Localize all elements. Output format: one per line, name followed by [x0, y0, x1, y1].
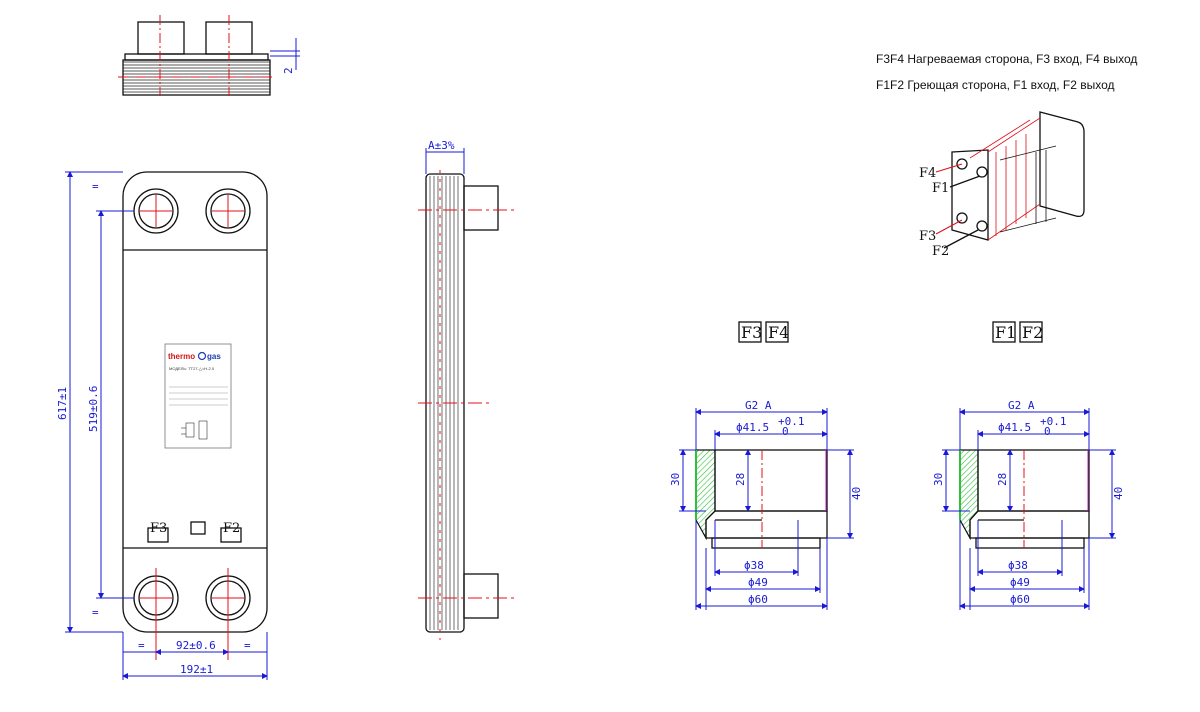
- conn-left-bore: ϕ41.5: [736, 421, 769, 434]
- nameplate-brand-gas: gas: [207, 352, 221, 361]
- conn-right-d60: ϕ60: [1010, 593, 1030, 606]
- nameplate-model: МОДЕЛЬ: TT27-△=H-2.0: [169, 366, 215, 371]
- eq-mark-top: =: [92, 180, 99, 193]
- flow-schematic: F4 F1 F3 F2: [919, 111, 1085, 259]
- connection-detail-f1f2: F1 F2 G2 A ϕ41.5 +0.1 0 30 28 40 ϕ38: [932, 321, 1125, 610]
- nameplate: thermo gas МОДЕЛЬ: TT27-△=H-2.0: [164, 343, 232, 449]
- conn-left-d49: ϕ49: [748, 576, 768, 589]
- conn-right-d49: ϕ49: [1010, 576, 1030, 589]
- conn-left-tol-low: 0: [782, 425, 789, 438]
- conn-left-h40: 40: [850, 487, 863, 500]
- note-heated-side: F3F4 Нагреваемая сторона, F3 вход, F4 вы…: [876, 52, 1138, 66]
- eq-mark-bottom: =: [92, 606, 99, 619]
- eq-mark-left: =: [138, 639, 145, 652]
- dim-width-overall: 192±1: [180, 663, 213, 676]
- conn-right-h28: 28: [996, 473, 1009, 486]
- conn-right-h30: 30: [932, 473, 945, 486]
- top-view-dim: 2: [282, 67, 295, 74]
- conn-right-bore: ϕ41.5: [998, 421, 1031, 434]
- conn-left-d38: ϕ38: [744, 559, 764, 572]
- conn-right-d38: ϕ38: [1008, 559, 1028, 572]
- top-view: 2: [118, 15, 300, 96]
- dim-side-a: A±3%: [428, 139, 455, 152]
- conn-right-title-f1: F1: [995, 323, 1016, 342]
- conn-left-thread: G2 A: [745, 399, 772, 412]
- dim-height-overall: 617±1: [56, 387, 69, 420]
- nameplate-brand-thermo: thermo: [168, 352, 195, 361]
- conn-left-title-f4: F4: [768, 323, 789, 342]
- conn-right-title-f2: F2: [1022, 323, 1043, 342]
- connection-detail-f3f4: F3 F4 G2 A ϕ41.5 +0.1 0 30 28 40 ϕ38: [669, 321, 863, 610]
- conn-right-h40: 40: [1112, 487, 1125, 500]
- conn-right-thread: G2 A: [1008, 399, 1035, 412]
- schematic-f1: F1: [932, 181, 949, 196]
- conn-right-tol-up: +0.1: [1040, 415, 1067, 428]
- conn-left-tol-up: +0.1: [778, 415, 805, 428]
- conn-left-h28: 28: [734, 473, 747, 486]
- dim-width-ports: 92±0.6: [176, 639, 216, 652]
- front-view: F3 F2 thermo gas МОДЕЛЬ: TT27-△=H-2.0 61…: [56, 171, 268, 680]
- dim-height-ports: 519±0.6: [87, 386, 100, 432]
- note-heating-side: F1F2 Греющая сторона, F1 вход, F2 выход: [876, 78, 1115, 92]
- schematic-f3: F3: [919, 229, 936, 244]
- schematic-f2: F2: [932, 244, 949, 259]
- eq-mark-right: =: [244, 639, 251, 652]
- conn-left-title-f3: F3: [741, 323, 762, 342]
- port-top-right: [205, 188, 251, 234]
- side-view: A±3%: [418, 139, 515, 640]
- schematic-f4: F4: [919, 166, 936, 181]
- conn-left-d60: ϕ60: [748, 593, 768, 606]
- conn-left-h30: 30: [669, 473, 682, 486]
- conn-right-tol-low: 0: [1044, 425, 1051, 438]
